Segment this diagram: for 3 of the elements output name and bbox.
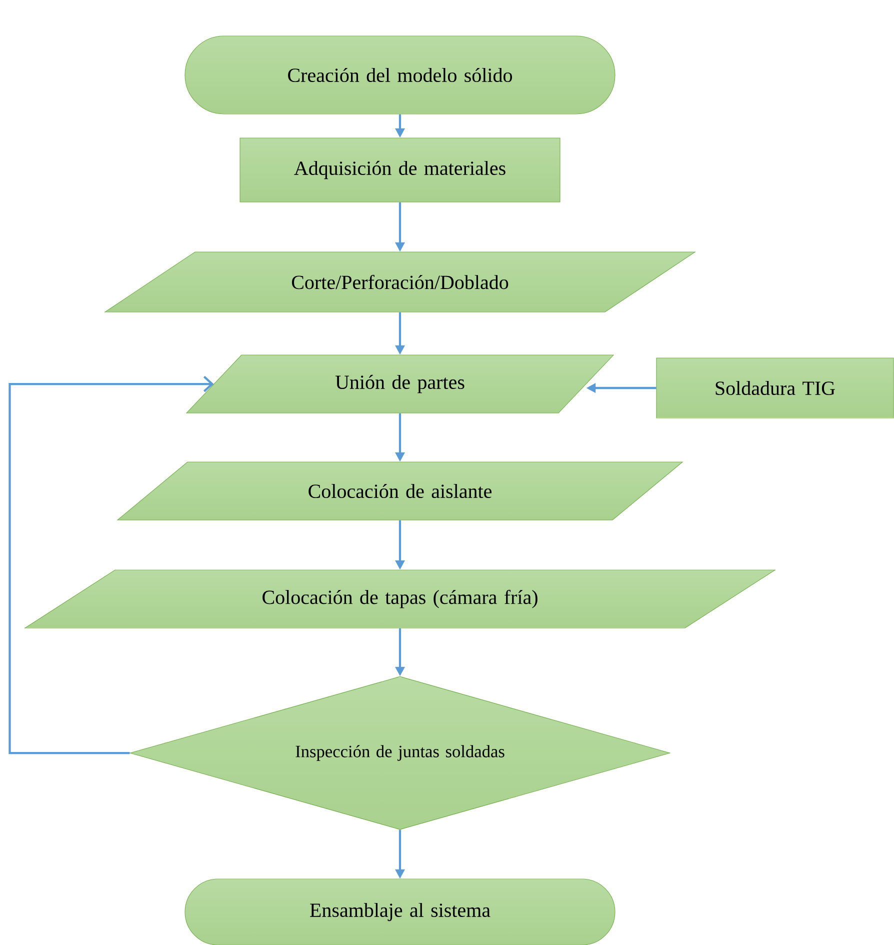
process-box: Soldadura TIG	[656, 358, 894, 418]
process-box: Adquisición de materiales	[240, 138, 560, 202]
arrow	[8, 376, 214, 754]
